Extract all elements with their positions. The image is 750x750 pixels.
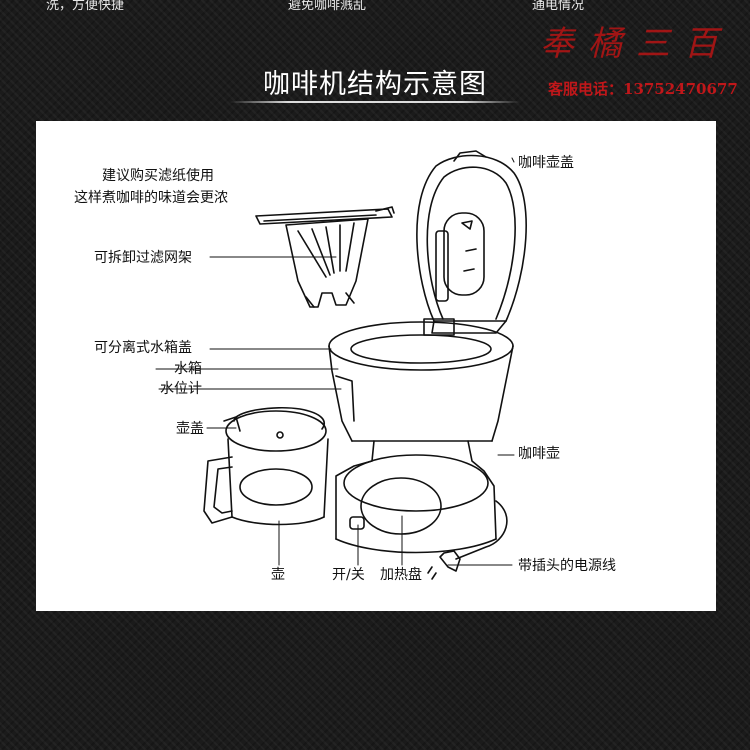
label-machine-lid: 咖啡壶盖 bbox=[518, 155, 574, 171]
service-phone: 客服电话：13752470677 bbox=[548, 80, 738, 98]
label-pot-lid: 壶盖 bbox=[176, 421, 204, 437]
filter-holder-drawing bbox=[255, 206, 395, 308]
label-switch: 开/关 bbox=[332, 567, 365, 583]
label-tank-lid: 可分离式水箱盖 bbox=[94, 340, 192, 356]
label-heating-plate: 加热盘 bbox=[380, 567, 422, 583]
label-coffee-maker: 咖啡壶 bbox=[518, 446, 560, 462]
title-underline bbox=[230, 101, 520, 103]
page-title: 咖啡机结构示意图 bbox=[263, 69, 487, 100]
top-caption-3: 通电情况 bbox=[532, 0, 585, 13]
top-caption-1: 洗，方便快捷 bbox=[46, 0, 125, 13]
label-water-tank: 水箱 bbox=[174, 361, 202, 377]
brand-logo: 奉橘三百 bbox=[540, 24, 732, 64]
machine-lid-drawing bbox=[416, 150, 527, 336]
filter-tip-line1: 建议购买滤纸使用 bbox=[102, 168, 214, 184]
machine-body-drawing bbox=[328, 321, 514, 580]
top-caption-2: 避免咖啡溅乱 bbox=[288, 0, 367, 13]
coffee-maker-illustration bbox=[155, 150, 527, 580]
label-water-gauge: 水位计 bbox=[160, 381, 202, 397]
carafe-drawing bbox=[203, 406, 329, 526]
label-power-cord: 带插头的电源线 bbox=[518, 558, 616, 574]
leader-lines bbox=[155, 157, 515, 566]
diagram-panel: 建议购买滤纸使用 这样煮咖啡的味道会更浓 可拆卸过滤网架 可分离式水箱盖 水箱 … bbox=[36, 121, 716, 611]
filter-tip-line2: 这样煮咖啡的味道会更浓 bbox=[74, 190, 228, 206]
label-filter-holder: 可拆卸过滤网架 bbox=[94, 250, 192, 266]
label-carafe: 壶 bbox=[271, 567, 285, 583]
top-caption-strip: 洗，方便快捷 避免咖啡溅乱 通电情况 bbox=[0, 0, 750, 13]
